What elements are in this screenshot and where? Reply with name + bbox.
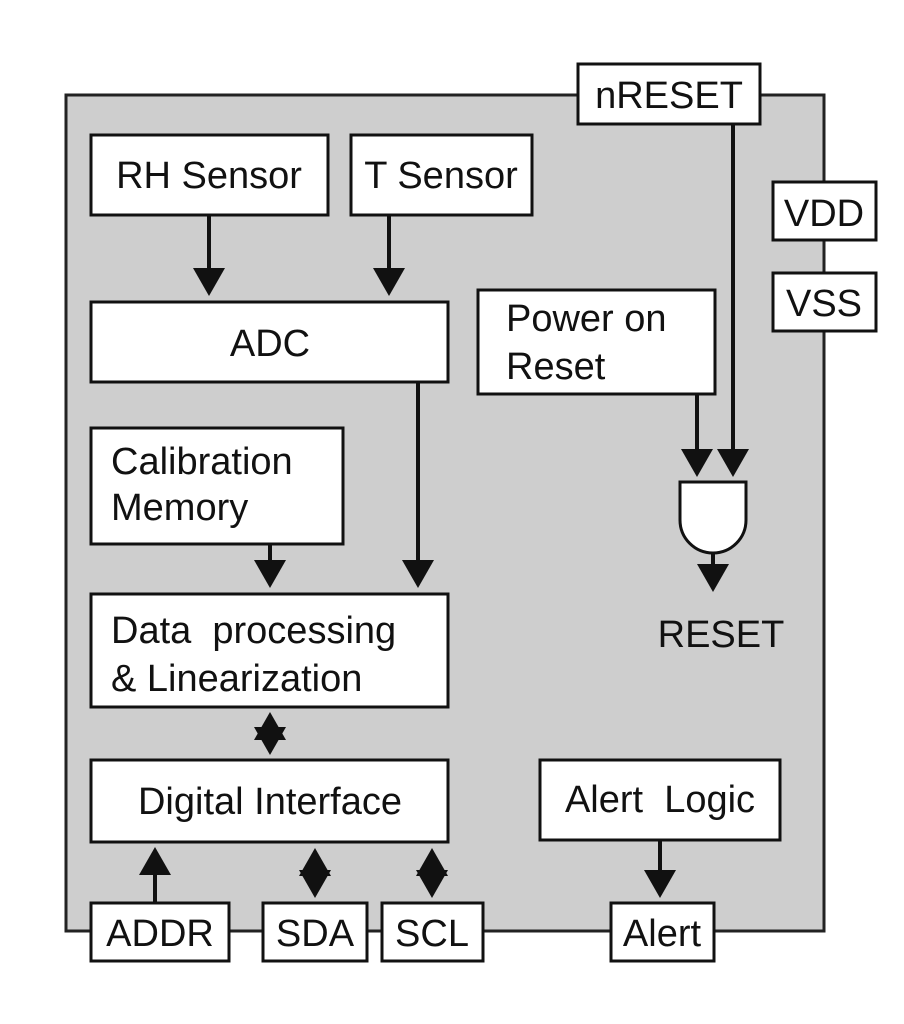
addr-pin: ADDR [89,901,231,963]
adc-label: ADC [230,323,310,365]
alert-logic-block: Alert Logic [538,758,782,842]
calibration-label-line2: Memory [111,487,248,529]
alert-logic-label: Alert Logic [565,779,755,821]
digital-interface-label: Digital Interface [138,781,402,823]
sda-pin-label: SDA [276,913,355,955]
vss-pin: VSS [771,271,878,333]
alert-pin: Alert [609,901,716,963]
data-processing-block: Data processing & Linearization [89,592,450,709]
nreset-pin-label: nRESET [595,75,743,117]
addr-pin-label: ADDR [106,913,214,955]
scl-pin-label: SCL [395,913,469,955]
calibration-label-line1: Calibration [111,441,293,483]
nreset-pin: nRESET [576,62,762,126]
and-gate [678,480,748,555]
data-processing-line2: & Linearization [111,658,362,700]
data-processing-line1: Data processing [111,610,396,652]
alert-pin-label: Alert [623,913,702,955]
adc-block: ADC [89,300,450,384]
t-sensor-label: T Sensor [364,155,518,197]
reset-signal-label: RESET [658,614,785,656]
rh-sensor-block: RH Sensor [89,133,330,217]
power-on-reset-block: Power on Reset [476,288,717,396]
digital-interface-block: Digital Interface [89,758,450,844]
vss-pin-label: VSS [786,283,862,325]
t-sensor-block: T Sensor [349,133,534,217]
vdd-pin: VDD [771,180,878,242]
vdd-pin-label: VDD [784,193,864,235]
power-on-reset-line1: Power on [506,298,667,340]
sda-pin: SDA [261,901,369,963]
calibration-memory-block: Calibration Memory [89,426,345,546]
rh-sensor-label: RH Sensor [116,155,302,197]
scl-pin: SCL [380,901,485,963]
power-on-reset-line2: Reset [506,346,606,388]
